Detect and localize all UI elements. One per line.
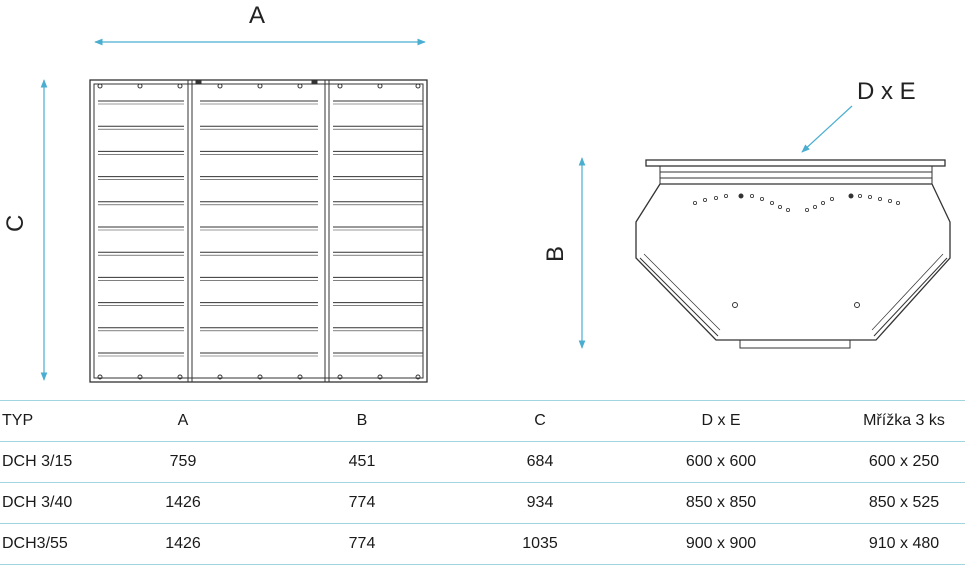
vent-hole <box>830 196 835 201</box>
label-a: A <box>249 2 266 29</box>
screw <box>177 83 183 89</box>
screw <box>137 374 143 380</box>
cell-dxe: 900 x 900 <box>685 535 757 552</box>
cell-grille: 910 x 480 <box>868 535 940 552</box>
vent-hole <box>813 204 818 209</box>
header-grille: Mřížka 3 ks <box>863 412 945 429</box>
cell-b: 774 <box>348 494 376 511</box>
vent-hole <box>760 196 765 201</box>
vent-hole <box>714 195 719 200</box>
screw <box>257 374 263 380</box>
cell-dxe: 850 x 850 <box>685 494 757 511</box>
vent-hole <box>786 207 791 212</box>
table-row: DCH 3/15 759 451 684 600 x 600 600 x 250 <box>0 441 965 482</box>
table-row: DCH 3/40 1426 774 934 850 x 850 850 x 52… <box>0 482 965 523</box>
vent-hole <box>868 194 873 199</box>
cell-a: 759 <box>169 453 197 470</box>
header-c: C <box>534 412 546 429</box>
label-dxe: D x E <box>857 78 916 105</box>
cell-typ: DCH 3/15 <box>2 453 73 470</box>
vent-hole <box>724 193 729 198</box>
screw <box>377 374 383 380</box>
screw <box>415 374 421 380</box>
vent-hole <box>770 200 775 205</box>
screw <box>97 83 103 89</box>
header-a: A <box>177 412 189 429</box>
screw <box>415 83 421 89</box>
cell-c: 684 <box>526 453 554 470</box>
vent-hole <box>750 193 755 198</box>
screw <box>217 83 223 89</box>
vent-hole <box>778 204 783 209</box>
screw <box>377 83 383 89</box>
screw <box>217 374 223 380</box>
dimensions-table: TYP A B C D x E Mřížka 3 ks DCH 3/15 759… <box>0 400 965 565</box>
drawing-svg <box>40 38 951 383</box>
vent-hole <box>896 200 901 205</box>
vent-hole <box>858 193 863 198</box>
header-b: B <box>356 412 368 429</box>
vent-hole <box>805 207 810 212</box>
vent-hole <box>703 197 708 202</box>
table-header-row: TYP A B C D x E Mřížka 3 ks <box>0 400 965 441</box>
side-view <box>635 159 951 349</box>
dimension-arrow-dxe <box>801 105 853 153</box>
cell-b: 774 <box>348 535 376 552</box>
vent-hole <box>888 198 893 203</box>
cell-c: 934 <box>526 494 554 511</box>
screw <box>337 374 343 380</box>
cell-a: 1426 <box>165 494 201 511</box>
header-dxe: D x E <box>701 412 741 429</box>
screw <box>297 83 303 89</box>
screw <box>97 374 103 380</box>
screw <box>297 374 303 380</box>
label-b: B <box>542 245 569 262</box>
header-typ: TYP <box>2 412 34 429</box>
screw <box>137 83 143 89</box>
cell-typ: DCH 3/40 <box>2 494 73 511</box>
cell-dxe: 600 x 600 <box>685 453 757 470</box>
cell-a: 1426 <box>165 535 201 552</box>
front-view <box>89 79 428 383</box>
cell-b: 451 <box>348 453 376 470</box>
screw <box>177 374 183 380</box>
cell-grille: 850 x 525 <box>868 494 940 511</box>
cell-grille: 600 x 250 <box>868 453 940 470</box>
vent-hole <box>821 200 826 205</box>
screw <box>257 83 263 89</box>
vent-hole <box>693 200 698 205</box>
cell-typ: DCH3/55 <box>2 535 68 552</box>
technical-drawing: A C B D x E <box>2 2 951 383</box>
table-row: DCH3/55 1426 774 1035 900 x 900 910 x 48… <box>0 523 965 565</box>
vent-hole <box>878 196 883 201</box>
label-c: C <box>2 214 29 232</box>
screw <box>337 83 343 89</box>
cell-c: 1035 <box>522 535 558 552</box>
